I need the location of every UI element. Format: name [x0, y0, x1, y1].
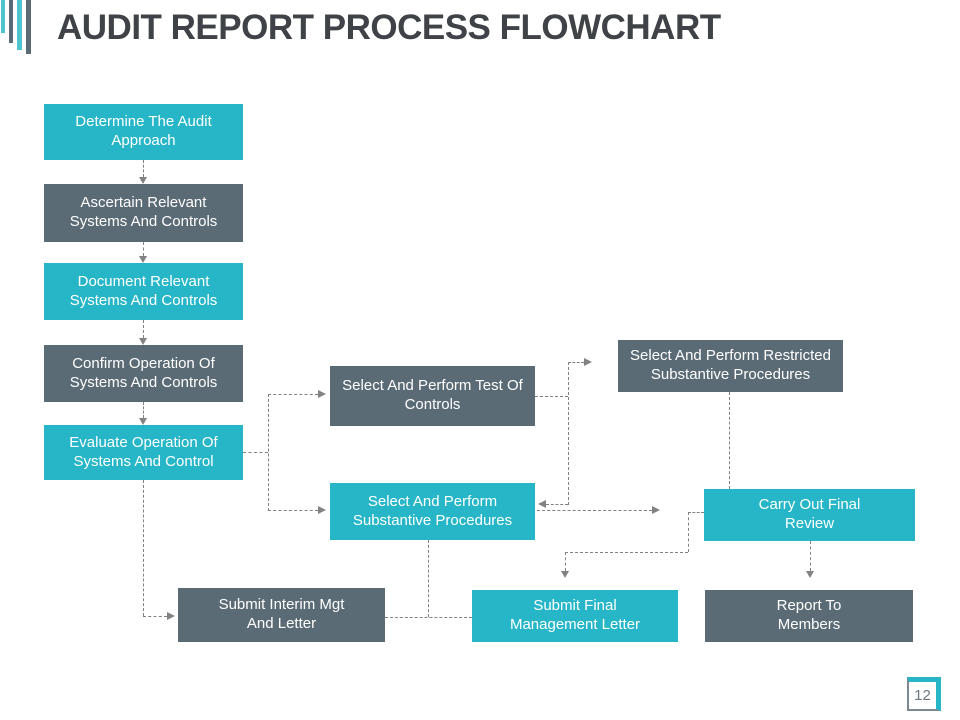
page-title: AUDIT REPORT PROCESS FLOWCHART: [57, 8, 721, 47]
flow-box-report-to-members: Report To Members: [705, 590, 913, 642]
page-number: 12: [914, 687, 931, 704]
connector-line: [565, 552, 566, 571]
logo-bar: [17, 0, 22, 50]
logo-bar: [26, 0, 31, 54]
connector-line: [243, 452, 268, 453]
arrowhead-right-icon: [167, 612, 175, 620]
connector-line: [565, 552, 688, 553]
connector-line: [428, 540, 429, 617]
connector-line: [143, 320, 144, 338]
connector-line: [568, 362, 569, 505]
connector-line: [688, 512, 704, 513]
page-number-badge: 12: [907, 677, 941, 711]
flow-box-restricted-substantive: Select And Perform Restricted Substantiv…: [618, 340, 843, 392]
connector-line: [537, 510, 652, 511]
arrowhead-down-icon: [139, 338, 147, 345]
arrowhead-right-icon: [584, 358, 592, 366]
connector-line: [143, 242, 144, 256]
flow-box-ascertain-systems-controls: Ascertain Relevant Systems And Controls: [44, 184, 243, 242]
flow-box-test-of-controls: Select And Perform Test Of Controls: [330, 366, 535, 426]
connector-line: [729, 392, 730, 489]
connector-line: [268, 394, 269, 511]
connector-line: [143, 160, 144, 177]
flow-box-substantive-procedures: Select And Perform Substantive Procedure…: [330, 483, 535, 540]
connector-line: [268, 394, 318, 395]
connector-line: [385, 617, 472, 618]
arrowhead-right-icon: [318, 506, 326, 514]
connector-line: [268, 510, 318, 511]
arrowhead-right-icon: [652, 506, 660, 514]
arrowhead-down-icon: [561, 571, 569, 578]
flow-box-confirm-operation: Confirm Operation Of Systems And Control…: [44, 345, 243, 402]
arrowhead-right-icon: [318, 390, 326, 398]
arrowhead-down-icon: [139, 256, 147, 263]
arrowhead-left-icon: [538, 500, 546, 508]
flow-box-determine-audit-approach: Determine The Audit Approach: [44, 104, 243, 160]
logo-bar: [1, 0, 5, 33]
connector-line: [143, 480, 144, 616]
arrowhead-down-icon: [139, 177, 147, 184]
connector-line: [688, 512, 689, 552]
flow-box-submit-final-letter: Submit Final Management Letter: [472, 590, 678, 642]
connector-line: [568, 362, 584, 363]
flow-box-document-systems-controls: Document Relevant Systems And Controls: [44, 263, 243, 320]
logo-bar: [9, 0, 13, 43]
flow-box-submit-interim-mgt: Submit Interim Mgt And Letter: [178, 588, 385, 642]
flow-box-carry-out-final-review: Carry Out Final Review: [704, 489, 915, 541]
connector-line: [810, 541, 811, 571]
connector-line: [143, 616, 167, 617]
arrowhead-down-icon: [806, 571, 814, 578]
connector-line: [143, 402, 144, 418]
flow-box-evaluate-operation: Evaluate Operation Of Systems And Contro…: [44, 425, 243, 480]
connector-line: [535, 396, 568, 397]
arrowhead-down-icon: [139, 418, 147, 425]
connector-line: [546, 504, 568, 505]
